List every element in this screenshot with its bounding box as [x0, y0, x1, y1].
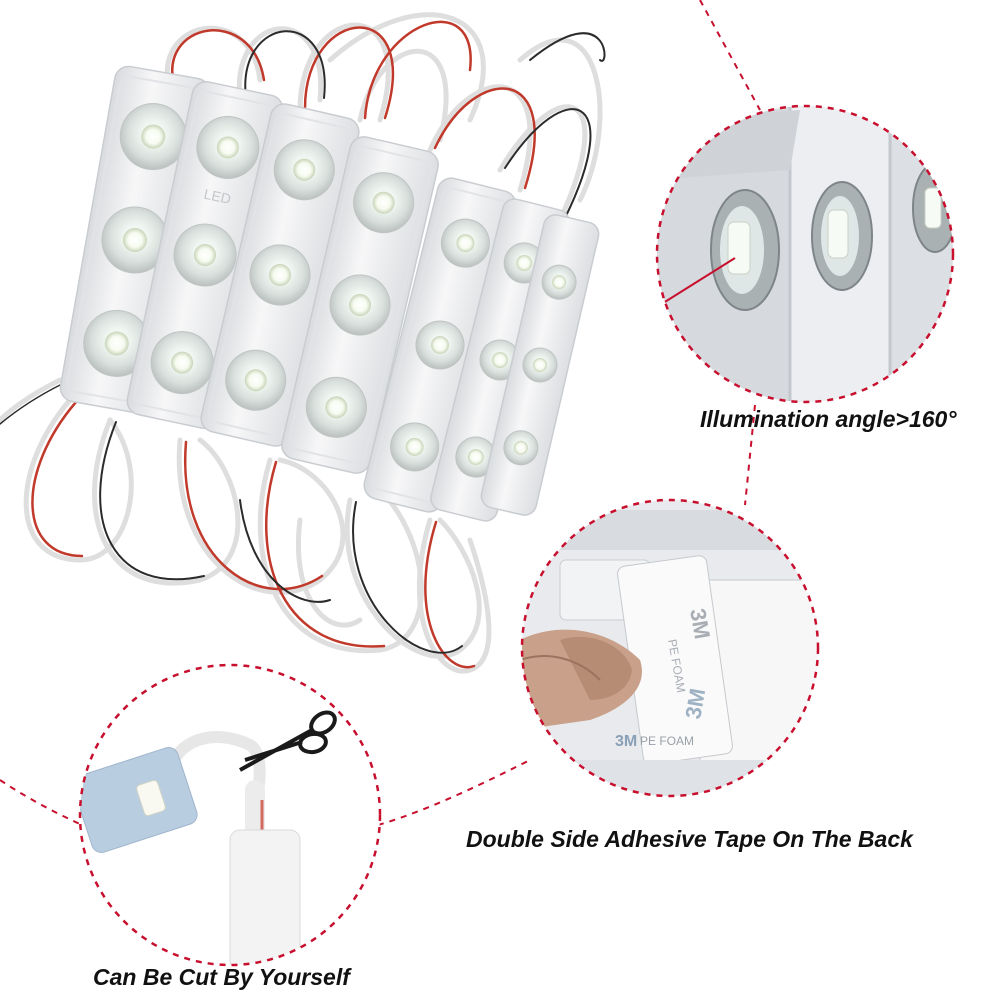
led-lens-icon — [101, 206, 169, 274]
caption-cut-by-yourself: Can Be Cut By Yourself — [93, 964, 350, 990]
led-module — [480, 214, 600, 516]
caption-adhesive-tape: Double Side Adhesive Tape On The Back — [466, 826, 913, 852]
tape-brand-marking: 3M — [615, 733, 637, 750]
led-module — [363, 177, 517, 513]
led-lens-icon — [83, 309, 151, 377]
scissors-icon — [239, 710, 337, 772]
led-module: LED — [126, 81, 284, 429]
led-lens-icon — [811, 181, 873, 291]
module-led-marking: LED — [202, 186, 232, 207]
led-lens-icon — [305, 376, 367, 438]
led-lens-icon — [522, 347, 558, 383]
led-lens-icon — [912, 163, 953, 253]
callout-connectors — [0, 0, 761, 826]
led-lens-icon — [119, 103, 187, 171]
callout-adhesive-closeup: 3M PE FOAM 3M PE FOAM 3M — [520, 498, 820, 798]
callout-illumination-closeup — [655, 104, 955, 404]
callout-cut-closeup — [78, 663, 382, 967]
led-lens-icon — [440, 218, 490, 268]
led-lens-icon — [225, 349, 287, 411]
tape-code-marking: PE FOAM — [640, 734, 694, 748]
wire-bundle — [0, 12, 606, 674]
led-lens-icon — [455, 436, 497, 478]
led-lens-icon — [390, 422, 440, 472]
led-module — [200, 103, 360, 447]
led-lens-icon — [273, 139, 335, 201]
led-lens-icon — [329, 274, 391, 336]
led-lens-icon — [249, 244, 311, 306]
tape-brand-marking: 3M — [680, 686, 710, 720]
led-lens-icon — [503, 430, 539, 466]
led-module — [281, 136, 439, 474]
led-module — [59, 65, 211, 415]
tape-brand-marking: 3M — [685, 607, 715, 641]
led-lens-icon — [196, 115, 260, 179]
caption-illumination-angle: Illumination angle>160° — [700, 406, 957, 432]
led-lens-icon — [353, 172, 415, 234]
led-lens-icon — [415, 320, 465, 370]
led-module-stack: LED — [59, 65, 600, 522]
led-lens-icon — [173, 223, 237, 287]
led-lens-icon — [710, 189, 780, 311]
led-lens-icon — [541, 264, 577, 300]
